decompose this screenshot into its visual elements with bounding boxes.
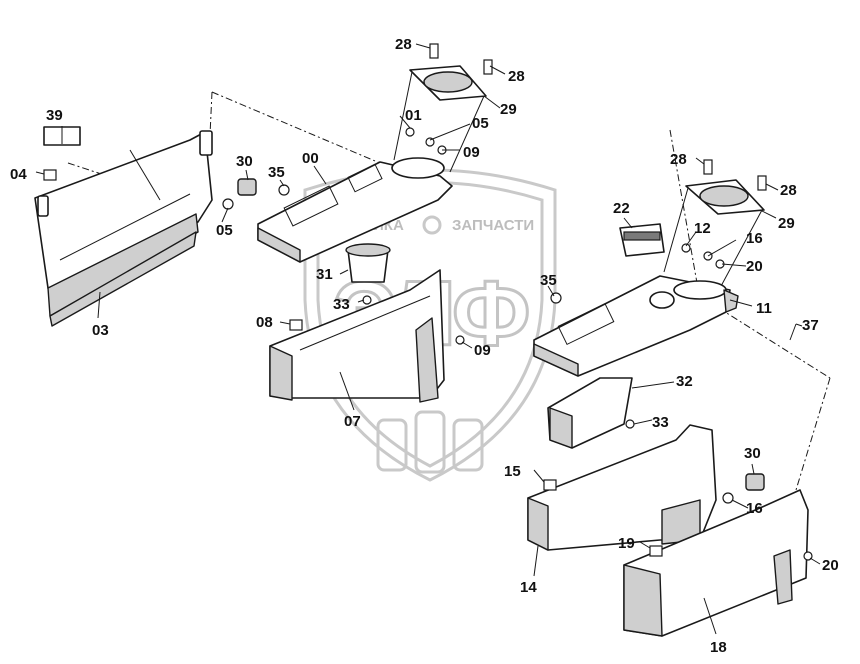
screw-28-d	[757, 175, 767, 191]
callout-31: 31	[316, 266, 333, 283]
callout-12: 12	[694, 220, 711, 237]
callout-39: 39	[46, 107, 63, 124]
callout-33: 33	[333, 296, 350, 313]
callout-20: 20	[822, 557, 839, 574]
shift-boot-29-left	[393, 65, 487, 173]
callout-29: 29	[778, 215, 795, 232]
assembly-lines	[67, 91, 831, 491]
screw-33-left	[362, 295, 372, 305]
leader-lines	[35, 43, 821, 635]
callout-08: 08	[256, 314, 273, 331]
storage-tray-32	[547, 377, 633, 449]
callout-30: 30	[236, 153, 253, 170]
screw-28-b	[483, 59, 493, 75]
callout-05: 05	[216, 222, 233, 239]
callout-35: 35	[268, 164, 285, 181]
callout-28: 28	[780, 182, 797, 199]
callout-29: 29	[500, 101, 517, 118]
callout-01: 01	[405, 107, 422, 124]
nut-16-top	[703, 251, 713, 261]
console-top-11	[533, 275, 739, 377]
callout-30: 30	[744, 445, 761, 462]
cable-37	[789, 323, 797, 341]
clip-08	[289, 319, 303, 331]
nut-05-top	[425, 137, 435, 147]
clip-19	[649, 545, 663, 557]
watermark-wheat-icon	[376, 410, 484, 474]
callout-33: 33	[652, 414, 669, 431]
callout-00: 00	[302, 150, 319, 167]
callout-35: 35	[540, 272, 557, 289]
nut-05-left	[222, 198, 234, 210]
screw-12	[681, 243, 691, 253]
clip-15	[543, 479, 557, 491]
cup-holder-31	[345, 243, 391, 283]
callout-18: 18	[710, 639, 727, 656]
callout-07: 07	[344, 413, 361, 430]
screw-01	[405, 127, 415, 137]
callout-11: 11	[756, 300, 772, 317]
callout-15: 15	[504, 463, 521, 480]
callout-22: 22	[613, 200, 630, 217]
screw-33-right	[625, 419, 635, 429]
callout-16: 16	[746, 230, 763, 247]
callout-20: 20	[746, 258, 763, 275]
shift-boot-29-right	[663, 179, 765, 289]
callout-28: 28	[395, 36, 412, 53]
callout-19: 19	[618, 535, 635, 552]
callout-05: 05	[472, 115, 489, 132]
ashtray-22	[619, 223, 665, 257]
screw-28-a	[429, 43, 439, 59]
callout-28: 28	[508, 68, 525, 85]
watermark-gear-icon	[422, 215, 442, 235]
callout-04: 04	[10, 166, 27, 183]
clip-04	[43, 169, 57, 181]
lower-cover-07	[269, 269, 445, 403]
callouts: 28 28 29 01 05 09 39 04 30 35 00 05 03 3…	[10, 36, 839, 656]
bushing-30-right	[745, 473, 765, 491]
clip-35-left	[278, 184, 290, 196]
callout-28: 28	[670, 151, 687, 168]
nut-16-lower	[722, 492, 734, 504]
side-cover-18	[623, 489, 809, 637]
callout-32: 32	[676, 373, 693, 390]
callout-37: 37	[802, 317, 819, 334]
clip-35-right	[550, 292, 562, 304]
bushing-30-left	[237, 178, 257, 196]
console-top-00	[257, 157, 453, 263]
callout-14: 14	[520, 579, 537, 596]
side-cover-03	[34, 130, 213, 327]
watermark-caption-right: ЗАПЧАСТИ	[452, 217, 534, 234]
callout-16: 16	[746, 500, 763, 517]
callout-09: 09	[474, 342, 491, 359]
screw-28-c	[703, 159, 713, 175]
callout-09: 09	[463, 144, 480, 161]
lower-cover-14	[527, 424, 717, 551]
callout-03: 03	[92, 322, 109, 339]
